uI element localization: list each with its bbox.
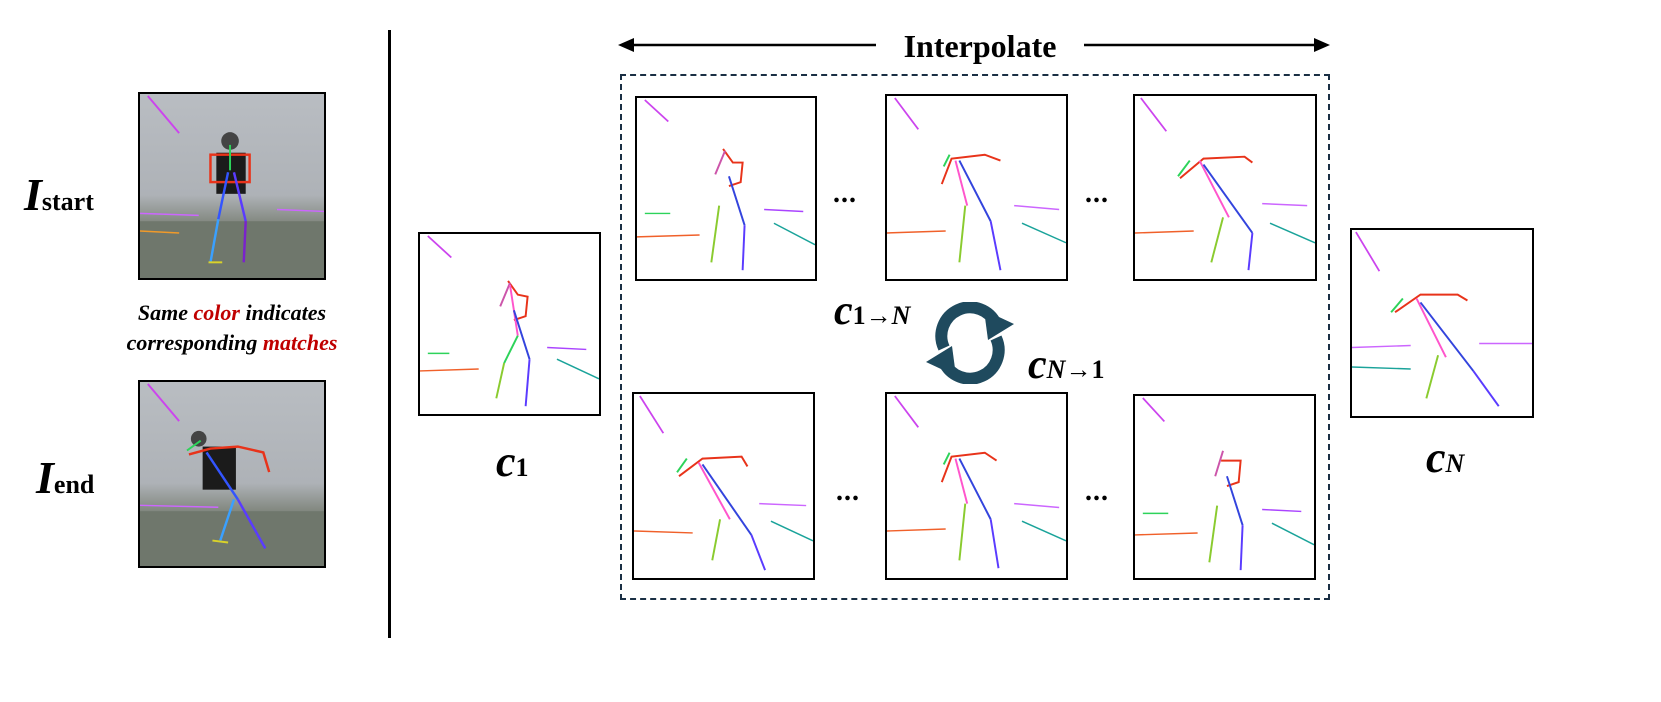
interpolation-dashed-box bbox=[620, 74, 1330, 600]
color-match-caption: Same color indicates corresponding match… bbox=[102, 298, 362, 358]
i-start-label: Istart bbox=[24, 169, 94, 220]
forward-frame-1 bbox=[635, 96, 817, 281]
bottom-ellipsis-1: ... bbox=[836, 476, 860, 507]
forward-frame-1-skeleton bbox=[637, 99, 815, 271]
c1-skeleton bbox=[420, 235, 599, 407]
forward-frame-3 bbox=[1133, 94, 1317, 281]
backward-control-label: cN→1 bbox=[1028, 342, 1105, 388]
interpolate-arrow bbox=[618, 38, 1330, 52]
bottom-ellipsis-2: ... bbox=[1085, 476, 1109, 507]
backward-frame-1-skeleton bbox=[634, 395, 813, 571]
backward-frame-2-skeleton bbox=[887, 395, 1066, 569]
top-ellipsis-2: ... bbox=[1085, 178, 1109, 209]
control-frame-cN bbox=[1350, 228, 1534, 418]
forward-frame-2-skeleton bbox=[887, 97, 1066, 271]
vertical-divider bbox=[388, 30, 391, 638]
backward-frame-3-skeleton bbox=[1135, 397, 1314, 571]
start-skeleton-overlay bbox=[140, 95, 324, 278]
caption-line-1: Same color indicates bbox=[137, 300, 327, 325]
control-frame-c1 bbox=[418, 232, 601, 416]
bidirectional-cycle-icon bbox=[926, 302, 1014, 384]
cN-label: cN bbox=[1426, 433, 1465, 482]
end-skeleton-overlay bbox=[140, 383, 324, 566]
i-end-label: Iend bbox=[36, 452, 95, 503]
forward-frame-2 bbox=[885, 94, 1068, 281]
forward-control-label: c1→N bbox=[834, 288, 911, 334]
backward-frame-2 bbox=[885, 392, 1068, 580]
caption-line-2: corresponding matches bbox=[126, 330, 338, 355]
cN-skeleton bbox=[1352, 231, 1532, 407]
forward-frame-3-skeleton bbox=[1135, 97, 1315, 271]
start-frame-photo bbox=[138, 92, 326, 280]
c1-label: c1 bbox=[496, 437, 529, 486]
interpolate-label: Interpolate bbox=[903, 28, 1057, 64]
end-frame-photo bbox=[138, 380, 326, 568]
backward-frame-3 bbox=[1133, 394, 1316, 580]
backward-frame-1 bbox=[632, 392, 815, 580]
top-ellipsis-1: ... bbox=[833, 178, 857, 209]
